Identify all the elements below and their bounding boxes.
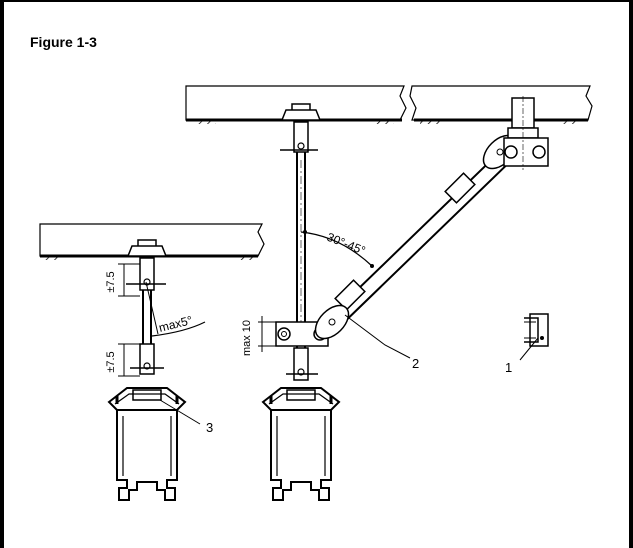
center-hanger-rod [280,121,318,381]
left-hanger-rod [126,257,206,375]
left-ceiling-mount [126,239,168,257]
callout-1-label: 1 [505,360,512,375]
tolerance-top-label: ±7.5 [105,271,117,292]
clip-detail [519,313,549,361]
left-assembly [39,223,265,502]
angle-arc [300,230,374,268]
max-offset-label: max 10 [241,320,253,356]
callout-3-leader [159,399,201,425]
callout-3-label: 3 [206,420,213,435]
max-offset-dimension [258,316,276,352]
callout-2-leader [344,314,411,359]
callout-1-leader [519,337,539,361]
angle-range-label: 30°-45° [325,230,368,258]
diagonal-brace [314,134,521,340]
center-rail-profile [261,386,341,502]
figure-title: Figure 1-3 [30,34,97,50]
center-ceiling-mount [280,103,322,121]
tolerance-bottom-label: ±7.5 [105,351,117,372]
left-dimension-marks [118,263,140,377]
right-ceiling-slab [409,85,593,124]
ceiling-bracket [503,96,549,170]
callout-2-label: 2 [412,356,419,371]
right-assembly [185,85,593,502]
left-rail-profile [107,386,187,502]
